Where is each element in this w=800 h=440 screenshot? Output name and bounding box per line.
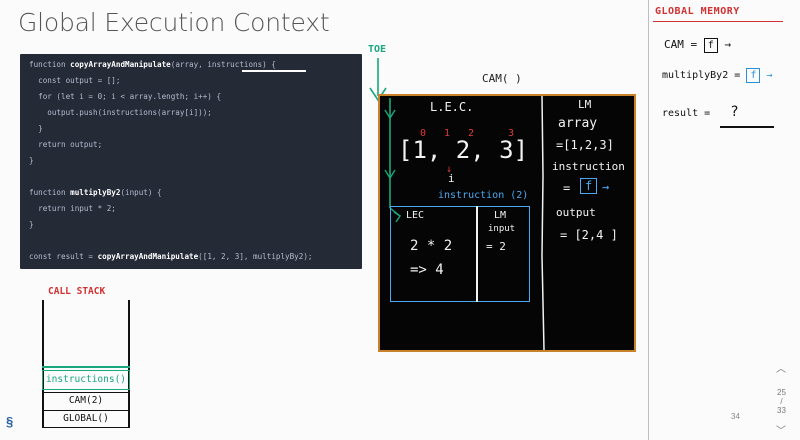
i-arrow-icon: ↓ (446, 164, 453, 175)
call-stack-left-wall (42, 300, 44, 428)
inner-execution-context (390, 206, 530, 302)
code-line: for (let i = 0; i < array.length; i++) { (29, 92, 221, 101)
code-line: } (29, 220, 34, 229)
global-memory-divider (648, 0, 649, 440)
global-memory-title: GLOBAL MEMORY (655, 6, 740, 17)
gm-row-name: multiplyBy2 (662, 70, 729, 81)
call-stack-frame-label: instructions() (45, 374, 127, 385)
code-text: function (29, 188, 71, 197)
gm-row-eq: = (704, 108, 711, 119)
code-text: } (29, 156, 34, 165)
calc-line-1: 2 * 2 (410, 238, 453, 254)
arrow-right-icon: → (724, 38, 732, 51)
slide-counter-separator: / (780, 397, 783, 406)
call-stack-title: CALL STACK (48, 286, 106, 297)
code-text: const output = []; (29, 76, 121, 85)
code-text: return output; (29, 140, 103, 149)
code-line: function multiplyBy2(input) { (29, 188, 162, 197)
code-text: const result = (29, 252, 98, 261)
call-stack-frame-label: GLOBAL() (63, 413, 109, 424)
code-panel: function copyArrayAndManipulate(array, i… (20, 54, 362, 269)
code-line: output.push(instructions(array[i])); (29, 108, 212, 117)
gm-row-multiplyby2: multiplyBy2 = f → (662, 68, 772, 83)
board-divider (541, 96, 545, 350)
array-literal: [1, 2, 3] (398, 136, 529, 164)
code-text: output.push(instructions(array[i])); (29, 108, 212, 117)
index-1: 1 (444, 128, 451, 139)
inner-lec-label: LEC (406, 210, 425, 221)
slide-counter-total: 33 (777, 406, 786, 415)
logo-icon: § (6, 414, 14, 429)
code-line: return input * 2; (29, 204, 116, 213)
call-stack-frame-label: CAM(2) (68, 395, 104, 406)
lm-output-value: = [2,4 ] (560, 228, 618, 242)
execution-context-board (378, 94, 636, 352)
instructions-underline (242, 70, 306, 72)
lm-instruction-eq: = (563, 181, 571, 195)
call-stack-frame: GLOBAL() (42, 410, 130, 428)
code-text: (array, instructions) { (170, 60, 276, 69)
index-0: 0 (420, 128, 427, 139)
gm-row-result: result = ? (662, 104, 739, 120)
chevron-up-icon[interactable]: ︿ (776, 364, 786, 375)
cam-call-label: CAM( ) (482, 72, 522, 85)
code-text: ([1, 2, 3], multiplyBy2); (198, 252, 313, 261)
index-3: 3 (508, 128, 515, 139)
call-stack-top-marker (42, 366, 130, 368)
page-number: 34 (731, 412, 740, 421)
code-text: } (29, 124, 43, 133)
code-function-name: copyArrayAndManipulate (70, 60, 171, 69)
function-box: f (746, 68, 761, 83)
code-line: function copyArrayAndManipulate(array, i… (29, 60, 276, 69)
code-line: return output; (29, 140, 102, 149)
call-stack-frame: instructions() (42, 370, 130, 390)
chevron-down-icon[interactable]: ﹀ (776, 426, 786, 437)
lm-instruction-function-box: f (580, 178, 598, 194)
code-line: const result = copyArrayAndManipulate([1… (29, 252, 312, 261)
code-function-name: multiplyBy2 (70, 188, 121, 197)
lec-label: L.E.C. (430, 100, 474, 114)
code-function-name: copyArrayAndManipulate (97, 252, 199, 261)
slide-counter-current: 25 (777, 388, 786, 397)
code-text: for (let i = 0; i < array.length; i++) { (29, 92, 222, 101)
i-marker: i (448, 172, 455, 185)
code-text: (input) { (120, 188, 162, 197)
code-text: } (29, 220, 34, 229)
gm-row-eq: = (690, 38, 698, 51)
lm-array-label: array (558, 116, 598, 131)
call-stack-frame: CAM(2) (42, 392, 130, 408)
code-text: function (29, 60, 71, 69)
index-2: 2 (468, 128, 475, 139)
lm-array-value: =[1,2,3] (556, 138, 614, 152)
thread-arrow (384, 98, 401, 223)
toe-label: TOE (368, 44, 387, 55)
slide-title: Global Execution Context (18, 8, 330, 37)
lm-output-label: output (556, 206, 596, 219)
inner-call-label: instruction (2) (438, 190, 529, 201)
function-box: f (703, 38, 718, 53)
call-stack-right-wall (128, 300, 130, 428)
calc-line-2: => 4 (410, 262, 444, 278)
slide-counter: 25 / 33 (777, 388, 786, 415)
lm-instruction-label: instruction (552, 160, 625, 173)
lm-label: LM (578, 98, 592, 111)
code-line: } (29, 124, 43, 133)
gm-row-value: ? (730, 104, 739, 120)
code-text: return input * 2; (29, 204, 116, 213)
result-underline (720, 126, 774, 128)
arrow-right-icon: → (766, 70, 773, 81)
gm-row-name: result (662, 108, 699, 119)
arrow-right-icon: → (602, 180, 610, 194)
code-line: const output = []; (29, 76, 120, 85)
gm-row-name: CAM (664, 38, 684, 51)
gm-row-cam: CAM = f → (664, 38, 731, 53)
inner-input-label: input (488, 224, 516, 234)
inner-lm-label: LM (494, 210, 507, 221)
inner-divider (476, 206, 478, 302)
global-memory-underline (653, 21, 783, 22)
inner-input-value: = 2 (486, 240, 506, 253)
gm-row-eq: = (734, 70, 741, 81)
code-line: } (29, 156, 34, 165)
